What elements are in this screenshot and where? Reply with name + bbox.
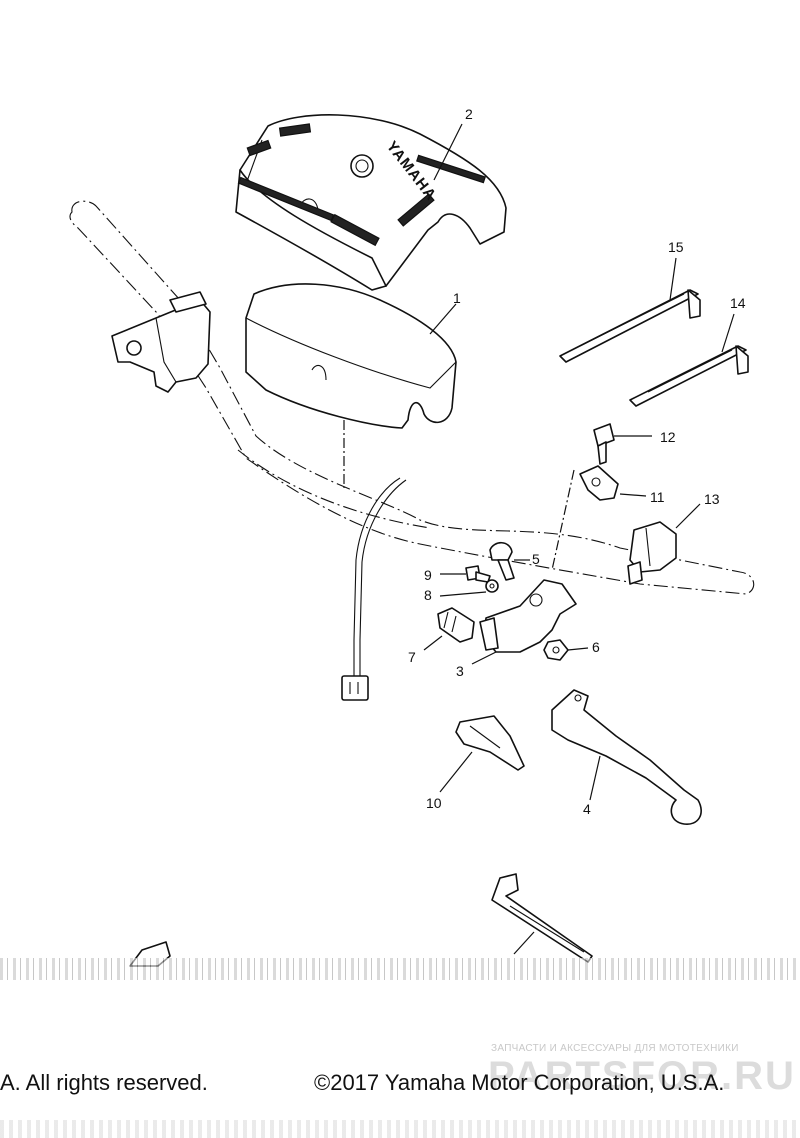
callout-11: 11 [650, 489, 665, 505]
part-10-lever-cover [455, 715, 525, 771]
callout-4: 4 [583, 801, 591, 817]
callout-12: 12 [660, 429, 676, 445]
part-9-screw [465, 565, 491, 583]
part-14-cable-band [629, 345, 749, 407]
callout-9: 9 [424, 567, 432, 583]
part-3-lever-holder [479, 579, 577, 653]
callout-7: 7 [408, 649, 416, 665]
callout-15: 15 [668, 239, 684, 255]
scan-noise-band [0, 958, 800, 980]
callout-8: 8 [424, 587, 432, 603]
part-4-clutch-lever [551, 689, 702, 825]
callout-2: 2 [465, 106, 473, 122]
part-1-handlebar-pad [245, 283, 457, 429]
part-15-cable-band [559, 289, 701, 363]
part-11-clamp [579, 465, 619, 501]
watermark-subtitle: ЗАПЧАСТИ И АКСЕССУАРЫ ДЛЯ МОТОТЕХНИКИ [491, 1043, 739, 1054]
part-8-washer [485, 579, 499, 593]
handlebar [69, 200, 755, 595]
left-bar-clamp [111, 291, 211, 393]
watermark-logo: PARTSFOR.RU [488, 1054, 796, 1098]
cable-connector [341, 675, 369, 701]
part-5-bolt [489, 541, 515, 581]
leader-lines [343, 123, 735, 955]
callout-numbers: 1 2 3 4 5 6 7 8 9 10 11 12 13 14 15 [408, 106, 746, 817]
callout-6: 6 [592, 639, 600, 655]
callout-1: 1 [453, 290, 461, 306]
bottom-scan-band [0, 1120, 800, 1138]
part-2-handlebar-pad-cover: YAMAHA [235, 114, 507, 291]
callout-5: 5 [532, 551, 540, 567]
part-13-holder [627, 521, 677, 585]
callout-3: 3 [456, 663, 464, 679]
footer-rights-text: A. All rights reserved. [0, 1070, 208, 1095]
callout-10: 10 [426, 795, 442, 811]
part-12-bolt [593, 423, 615, 465]
callout-13: 13 [704, 491, 720, 507]
switch-cable [341, 477, 407, 701]
part-6-nut [543, 639, 569, 661]
lower-cable-band [491, 873, 593, 963]
callout-14: 14 [730, 295, 746, 311]
part-7-adjuster [437, 607, 475, 643]
footer-copyright-text: ©2017 Yamaha Motor Corporation, U.S.A. [314, 1070, 725, 1095]
